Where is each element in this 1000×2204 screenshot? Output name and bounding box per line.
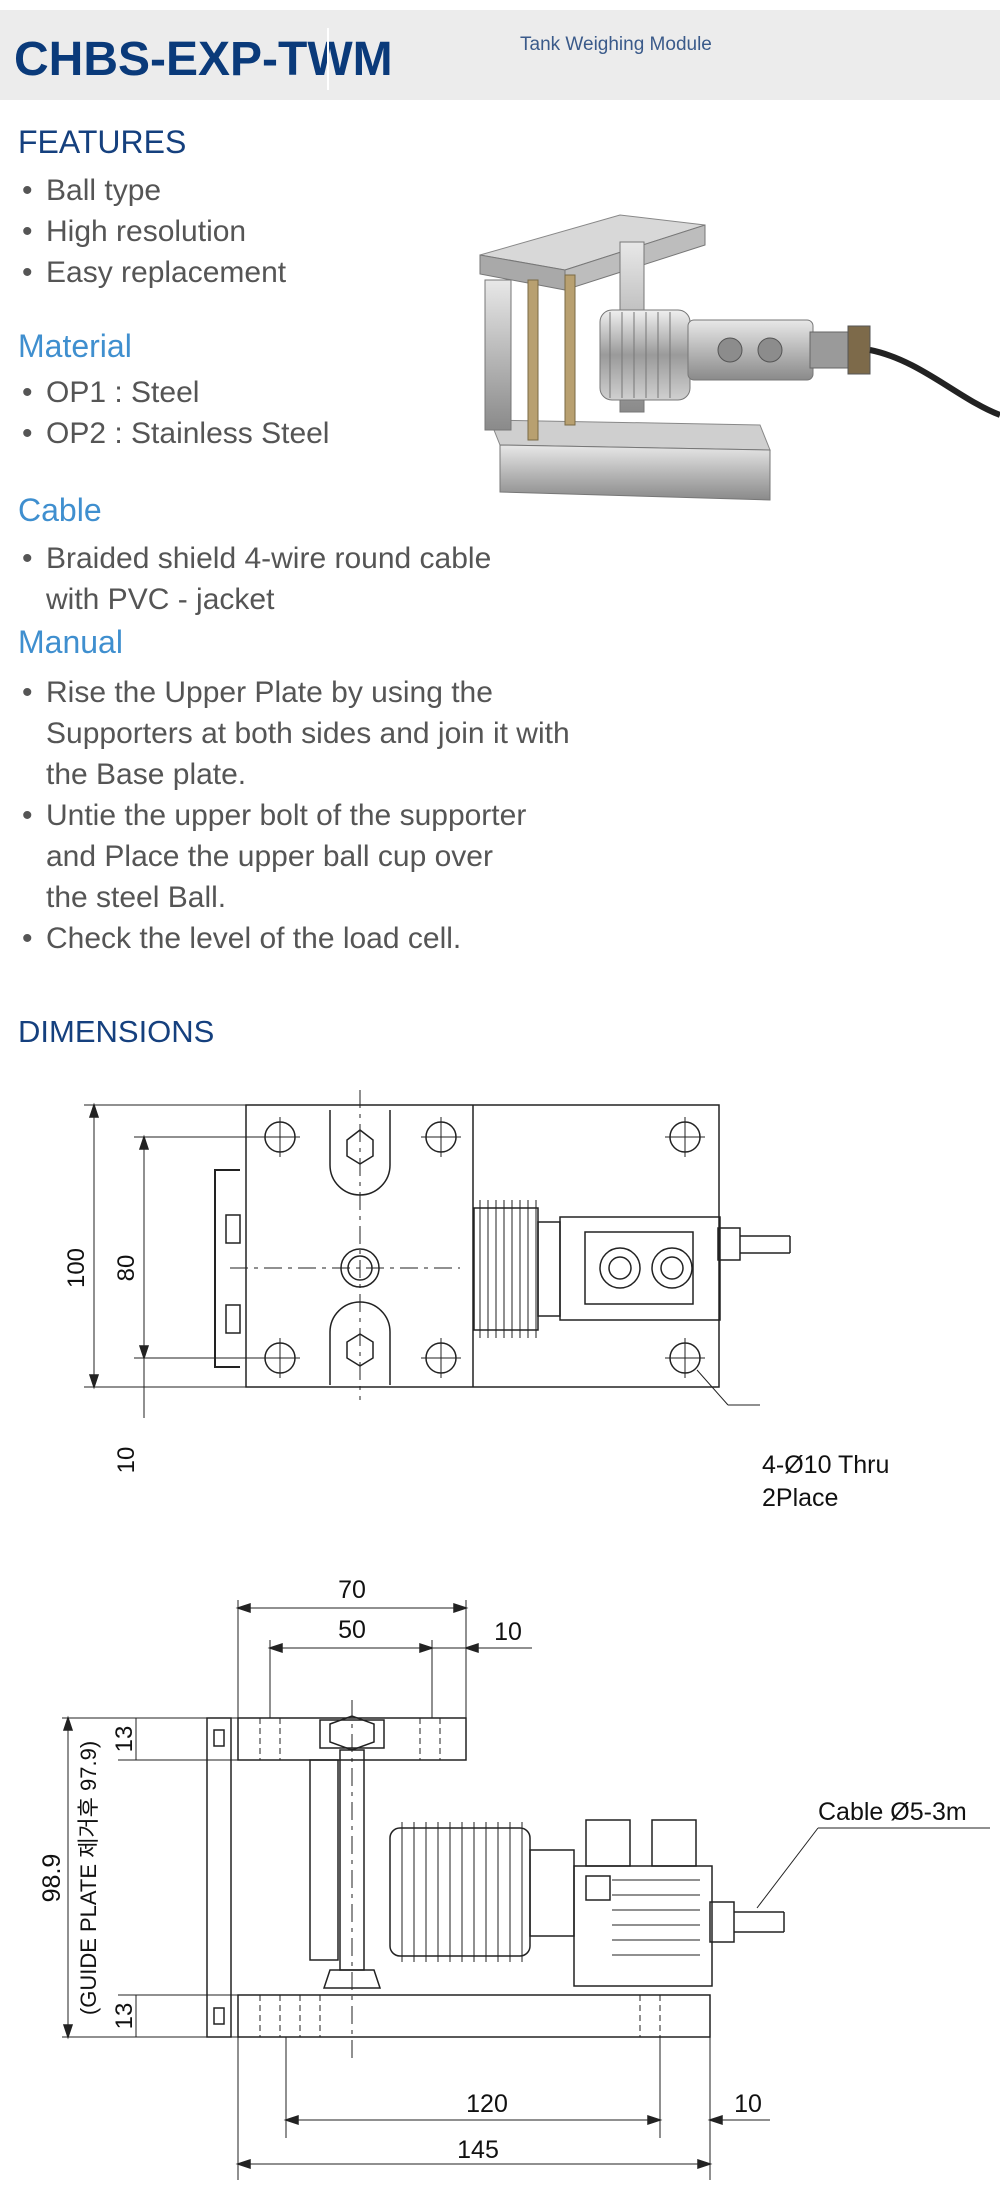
dim-145-label: 145 (457, 2136, 499, 2164)
list-item: Braided shield 4-wire round cable with PV… (22, 538, 491, 620)
list-item: Check the level of the load cell. (22, 918, 570, 959)
list-item: Easy replacement (22, 252, 286, 293)
dim-50-label: 50 (338, 1616, 366, 1644)
cable-heading: Cable (18, 492, 102, 528)
dim-100-label: 100 (63, 1248, 90, 1288)
dim-13-top-label: 13 (111, 1726, 138, 1753)
list-item: Untie the upper bolt of the supporter and… (22, 795, 570, 918)
top-view-base-plate (245, 1104, 720, 1388)
features-list: Ball type High resolution Easy replaceme… (22, 170, 286, 293)
list-item: High resolution (22, 211, 286, 252)
guide-plate-note: (GUIDE PLATE 제거후 97.9) (76, 1741, 101, 2015)
dim-80-label: 80 (113, 1255, 140, 1282)
title-separator (327, 28, 329, 90)
material-heading: Material (18, 328, 132, 364)
dim-120-label: 120 (466, 2090, 508, 2118)
bolt-holes (260, 1117, 705, 1378)
line: Rise the Upper Plate by using the (46, 676, 493, 709)
list-item: OP1 : Steel (22, 372, 329, 413)
product-photo (479, 214, 1000, 501)
features-heading: FEATURES (18, 124, 187, 160)
cable-list: Braided shield 4-wire round cable with PV… (22, 538, 491, 620)
hole-note: 4-Ø10 Thru (762, 1451, 889, 1479)
manual-list: Rise the Upper Plate by using theSupport… (22, 672, 570, 959)
line: Untie the upper bolt of the supporter (46, 799, 527, 832)
product-subtitle: Tank Weighing Module (520, 34, 712, 55)
list-item: OP2 : Stainless Steel (22, 413, 329, 454)
title-bar: CHBS-EXP-TWM Tank Weighing Module (0, 10, 1000, 100)
material-list: OP1 : Steel OP2 : Stainless Steel (22, 372, 329, 454)
model-name: CHBS-EXP-TWM (14, 33, 393, 86)
dim-10-top-label: 10 (494, 1618, 522, 1646)
line: the Base plate. (46, 758, 247, 791)
side-view-base-plate (237, 1994, 711, 2038)
line: Check the level of the load cell. (46, 922, 462, 955)
dim-10-bottom-label: 10 (734, 2090, 762, 2118)
line: with PVC - jacket (46, 583, 275, 616)
line: Braided shield 4-wire round cable (46, 542, 492, 575)
cable-note: Cable Ø5-3m (818, 1798, 967, 1826)
list-item: Ball type (22, 170, 286, 211)
line: and Place the upper ball cup over (46, 840, 493, 873)
line: Supporters at both sides and join it wit… (46, 717, 570, 750)
dim-13-bottom-label: 13 (111, 2003, 138, 2030)
dim-98-9-label: 98.9 (38, 1854, 66, 1903)
line: the steel Ball. (46, 881, 227, 914)
dimension-drawings: 100 80 10 4-Ø10 Thru 2Place 70 50 10 13 … (38, 1090, 990, 2180)
hole-note-2: 2Place (762, 1484, 838, 1512)
dim-10-label: 10 (113, 1447, 140, 1474)
dim-70-label: 70 (338, 1576, 366, 1604)
dimensions-heading: DIMENSIONS (18, 1014, 215, 1049)
manual-heading: Manual (18, 624, 123, 660)
list-item: Rise the Upper Plate by using theSupport… (22, 672, 570, 795)
